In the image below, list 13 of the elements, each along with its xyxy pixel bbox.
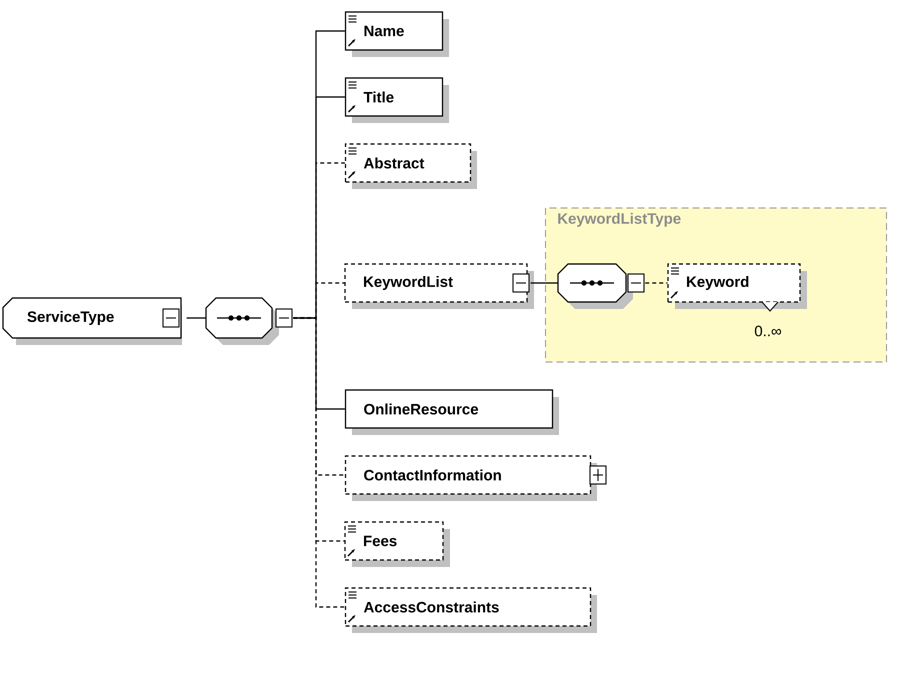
element-box: ServiceType <box>2 297 182 345</box>
element-box: OnlineResource <box>344 389 559 435</box>
connector <box>530 282 558 284</box>
element-box: Keyword <box>667 263 807 312</box>
element-box: KeywordList <box>344 263 534 309</box>
connector <box>293 317 345 608</box>
element-box: Abstract <box>344 143 477 189</box>
element-box: Title <box>344 77 449 123</box>
connector <box>186 317 206 319</box>
element-box: ContactInformation <box>344 455 597 501</box>
element-box: AccessConstraints <box>344 587 597 633</box>
multiplicity-label: 0..∞ <box>754 326 782 336</box>
connector <box>645 282 668 284</box>
